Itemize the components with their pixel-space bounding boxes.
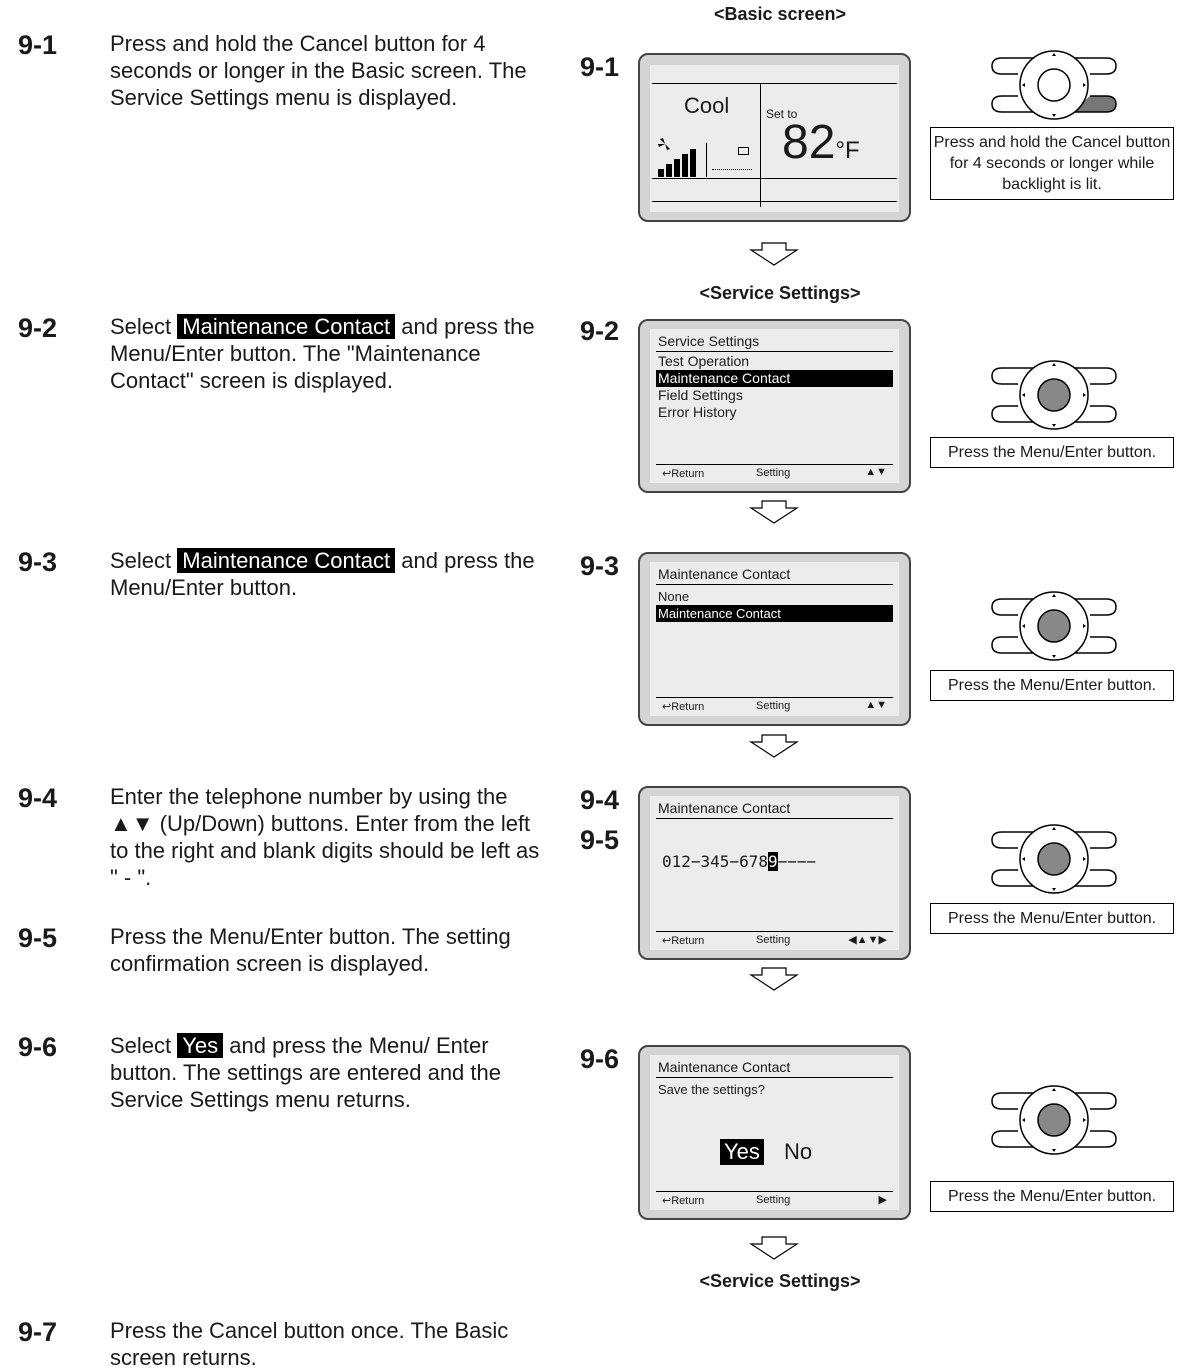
return-label: ↩Return (662, 468, 705, 480)
step-text: Press the Menu/Enter button. The setting… (110, 924, 511, 976)
screen-number: 9-1 (580, 52, 620, 82)
service-settings-display: Service Settings Test Operation Maintena… (638, 319, 911, 493)
step-number: 9-5 (18, 923, 58, 953)
step-text: Press and hold the Cancel button for 4 s… (110, 31, 527, 110)
maintenance-contact-display: Maintenance Contact None Maintenance Con… (638, 552, 911, 726)
screen-title: Maintenance Contact (658, 1059, 791, 1075)
return-label: ↩Return (662, 1195, 705, 1207)
return-label: ↩Return (662, 935, 705, 947)
signal-bars-icon (658, 149, 700, 177)
button-pad-icon (984, 591, 1124, 661)
menu-item-selected[interactable]: Maintenance Contact (656, 605, 893, 622)
up-down-arrow-icon: ▲▼ (865, 466, 887, 478)
down-arrow-icon (748, 1236, 800, 1260)
yes-option[interactable]: Yes (720, 1139, 764, 1165)
down-arrow-icon (748, 242, 800, 266)
return-icon: ↩ (662, 701, 672, 713)
confirmation-display: Maintenance Contact Save the settings? Y… (638, 1045, 911, 1220)
left-right-arrow-icon: ◀▲▼▶ (848, 934, 887, 946)
step-number: 9-4 (18, 783, 58, 813)
screen-number: 9-2 (580, 316, 620, 346)
screen-title: Service Settings (658, 333, 760, 349)
highlighted-term: Yes (177, 1033, 224, 1058)
screen-footer: ↩Return Setting ◀▲▼▶ (656, 931, 893, 948)
up-down-arrow-icon: ▲▼ (865, 699, 887, 711)
instruction-note: Press the Menu/Enter button. (930, 670, 1174, 701)
up-down-arrow-icon: ▲▼ (110, 811, 154, 836)
return-icon: ↩ (662, 935, 672, 947)
return-label: ↩Return (662, 701, 705, 713)
menu-item[interactable]: Test Operation (658, 353, 750, 369)
setting-label: Setting (756, 467, 791, 479)
digit-cursor: 9 (767, 852, 778, 871)
return-icon: ↩ (662, 1195, 672, 1207)
caption-service-settings: <Service Settings> (699, 1271, 861, 1291)
down-arrow-icon (748, 967, 800, 991)
setting-label: Setting (756, 1194, 791, 1206)
set-to-label: Set to (766, 107, 798, 121)
menu-item[interactable]: Error History (658, 404, 737, 420)
menu-item[interactable]: None (658, 589, 690, 604)
instruction-note: Press and hold the Cancel button for 4 s… (930, 127, 1174, 200)
button-pad-icon (984, 824, 1124, 894)
button-pad-icon (984, 360, 1124, 430)
confirmation-question: Save the settings? (658, 1082, 765, 1097)
screen-footer: ↩Return Setting ▶ (656, 1191, 893, 1208)
screen-number: 9-4 (580, 785, 620, 815)
basic-screen-display: Cool Set to 82°F (638, 53, 911, 222)
down-arrow-icon (748, 734, 800, 758)
screen-number: 9-6 (580, 1044, 620, 1074)
highlighted-term: Maintenance Contact (177, 314, 396, 339)
screen-title: Maintenance Contact (658, 800, 791, 816)
screen-footer: ↩Return Setting ▲▼ (656, 697, 893, 714)
step-text: Enter the telephone number by using the … (110, 784, 540, 890)
step-text: Press the Cancel button once. The Basic … (110, 1318, 509, 1370)
menu-item[interactable]: Field Settings (658, 387, 743, 403)
highlighted-term: Maintenance Contact (177, 548, 396, 573)
mode-label: Cool (684, 93, 730, 118)
setting-label: Setting (756, 934, 791, 946)
screen-title: Maintenance Contact (658, 566, 791, 582)
button-pad-icon (984, 1085, 1124, 1155)
no-option[interactable]: No (784, 1139, 813, 1164)
instruction-note: Press the Menu/Enter button. (930, 903, 1174, 934)
menu-item-selected[interactable]: Maintenance Contact (656, 370, 893, 387)
setting-label: Setting (756, 700, 791, 712)
phone-entry-display: Maintenance Contact 012−345−6789−−−− ↩Re… (638, 786, 911, 960)
step-text: Select Yes and press the Menu/ Enter but… (110, 1033, 501, 1112)
step-number: 9-7 (18, 1317, 58, 1347)
fan-icon (656, 137, 674, 151)
screen-footer: ↩Return Setting ▲▼ (656, 464, 893, 481)
button-pad-icon (984, 50, 1124, 120)
down-arrow-icon (748, 500, 800, 524)
caption-service-settings: <Service Settings> (699, 283, 861, 303)
step-number: 9-1 (18, 30, 58, 60)
instruction-note: Press the Menu/Enter button. (930, 437, 1174, 468)
phone-number-field[interactable]: 012−345−6789−−−− (662, 852, 817, 871)
step-number: 9-3 (18, 547, 58, 577)
screen-number: 9-3 (580, 551, 620, 581)
temperature-value: 82°F (782, 116, 860, 169)
screen-number: 9-5 (580, 825, 620, 855)
step-text: Select Maintenance Contact and press the… (110, 548, 535, 600)
return-icon: ↩ (662, 468, 672, 480)
instruction-note: Press the Menu/Enter button. (930, 1181, 1174, 1212)
caption-basic-screen: <Basic screen> (713, 4, 847, 24)
step-text: Select Maintenance Contact and press the… (110, 314, 535, 393)
step-number: 9-6 (18, 1032, 58, 1062)
right-arrow-icon: ▶ (878, 1194, 887, 1206)
step-number: 9-2 (18, 313, 58, 343)
